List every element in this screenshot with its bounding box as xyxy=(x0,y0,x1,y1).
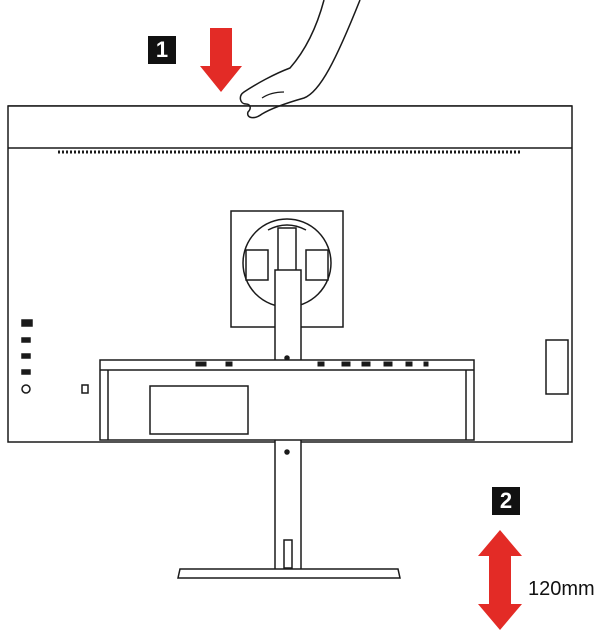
hand-illustration xyxy=(239,0,361,119)
height-adjust-arrow xyxy=(478,530,522,630)
stand-screw-bottom xyxy=(284,449,290,455)
power-button xyxy=(21,384,31,394)
lock-slot xyxy=(81,384,89,394)
usb-side-panel xyxy=(545,339,569,395)
side-buttons xyxy=(21,319,33,375)
height-measure-label: 120mm xyxy=(528,578,595,600)
hinge-left-block xyxy=(245,249,269,281)
step-badge-1: 1 xyxy=(148,36,176,64)
stand-slot xyxy=(283,539,293,569)
port-icons xyxy=(195,361,429,367)
hinge-cap xyxy=(267,224,307,231)
io-label-area xyxy=(149,385,249,435)
hinge-center xyxy=(277,227,297,273)
hinge-right-block xyxy=(305,249,329,281)
stand-base xyxy=(177,568,401,579)
press-down-arrow xyxy=(200,28,242,92)
step-badge-2: 2 xyxy=(492,487,520,515)
